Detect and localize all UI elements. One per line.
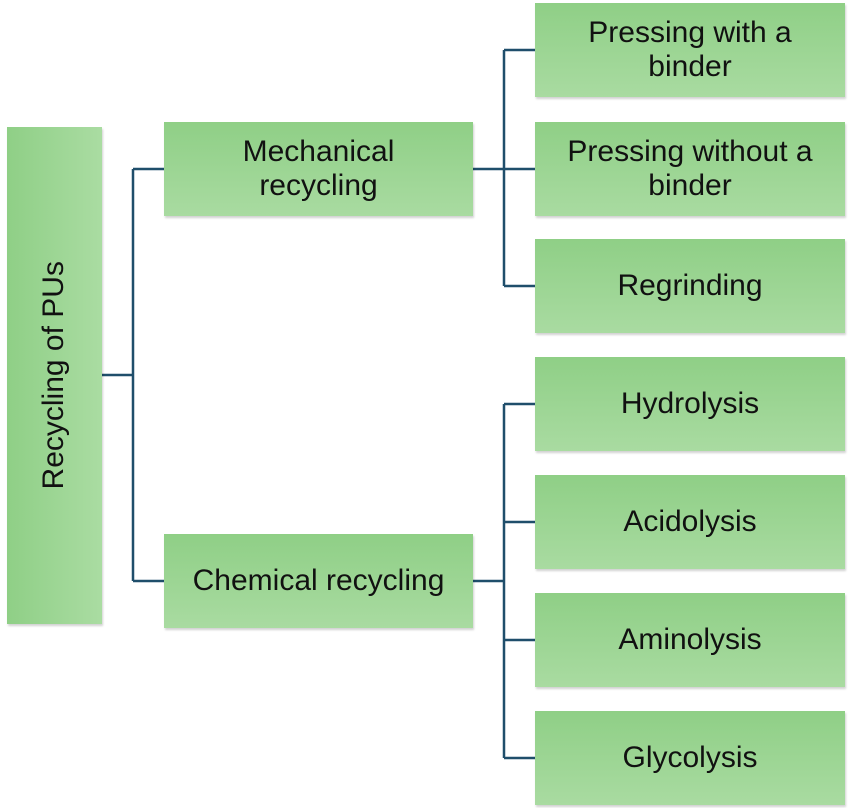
leaf-label: Pressing without a binder xyxy=(567,134,813,203)
leaf-node: Aminolysis xyxy=(535,593,845,687)
root-label: Recycling of PUs xyxy=(37,261,71,490)
leaf-label: Regrinding xyxy=(617,268,763,302)
root-node: Recycling of PUs xyxy=(7,127,102,624)
leaf-node: Pressing with a binder xyxy=(535,3,845,97)
leaf-node: Acidolysis xyxy=(535,475,845,569)
leaf-label: Glycolysis xyxy=(622,740,758,774)
branch-label: Mechanical recycling xyxy=(242,134,395,203)
leaf-node: Pressing without a binder xyxy=(535,122,845,216)
branch-node-mechanical: Mechanical recycling xyxy=(164,122,473,216)
branch-label: Chemical recycling xyxy=(192,563,445,597)
leaf-label: Hydrolysis xyxy=(620,386,760,420)
leaf-label: Aminolysis xyxy=(618,622,762,656)
leaf-label: Pressing with a binder xyxy=(588,15,792,84)
leaf-node: Glycolysis xyxy=(535,711,845,805)
leaf-label: Acidolysis xyxy=(623,504,757,538)
leaf-node: Regrinding xyxy=(535,239,845,333)
leaf-node: Hydrolysis xyxy=(535,357,845,451)
branch-node-chemical: Chemical recycling xyxy=(164,534,473,628)
